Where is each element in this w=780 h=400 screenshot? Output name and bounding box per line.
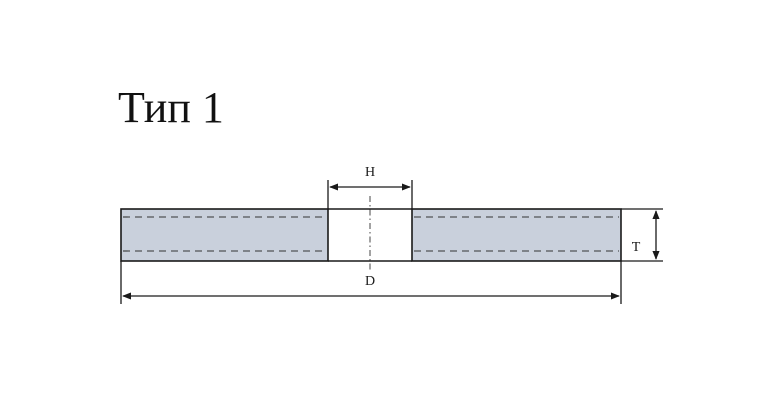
bore-dimension	[327, 180, 413, 209]
hidden-lines	[123, 216, 619, 252]
bore-outline	[328, 208, 412, 262]
wheel-left-section	[120, 208, 329, 262]
wheel-right-section	[411, 208, 622, 262]
diameter-dimension	[120, 261, 622, 304]
diagram-title: Тип 1	[118, 83, 224, 132]
thickness-dimension	[621, 208, 663, 262]
diameter-label: D	[365, 274, 375, 289]
thickness-label: T	[632, 240, 641, 255]
bore-label: H	[365, 165, 375, 180]
